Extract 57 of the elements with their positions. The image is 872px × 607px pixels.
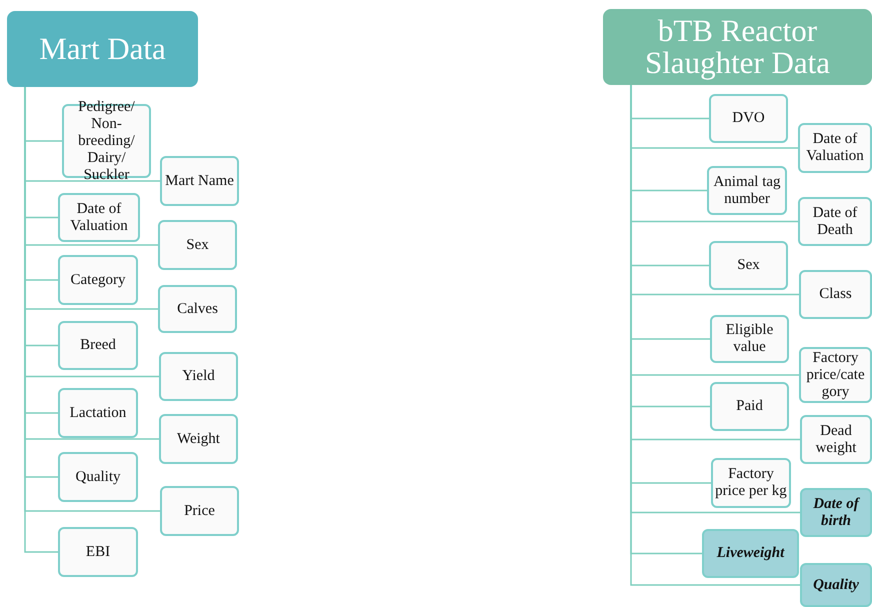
- field-box: [711, 458, 791, 508]
- field-box: [710, 382, 789, 431]
- field-box: [798, 123, 872, 173]
- header-title: Mart Data: [39, 33, 166, 65]
- field-box: [799, 270, 872, 319]
- field-box: [58, 321, 138, 370]
- field-box: [800, 488, 872, 537]
- field-name: Date of Valuation: [69, 200, 129, 234]
- field-name: Factory price per kg: [715, 466, 787, 500]
- field-name: Pedigree/ Non-breeding/ Dairy/ Suckler: [77, 98, 136, 184]
- field-name: Price: [184, 502, 215, 520]
- field-name: Lactation: [70, 404, 126, 422]
- field-name: Weight: [177, 430, 220, 448]
- field-name: Date of Death: [812, 204, 858, 238]
- field-box: [58, 388, 138, 438]
- header-title: bTB Reactor Slaughter Data: [644, 15, 832, 79]
- field-box: [158, 220, 237, 270]
- field-box: [58, 527, 138, 577]
- header-box: [603, 9, 872, 85]
- field-name: EBI: [86, 544, 110, 560]
- field-name: Date of Valuation: [805, 131, 865, 165]
- field-box: [710, 315, 789, 363]
- field-name: Calves: [177, 300, 218, 318]
- field-name: Date of birth: [812, 496, 861, 530]
- header-box: [7, 11, 198, 87]
- field-box: [709, 94, 788, 143]
- field-name: Quality: [813, 576, 859, 594]
- field-name: Category: [70, 272, 126, 288]
- field-name: Dead weight: [814, 422, 858, 456]
- field-name: Sex: [737, 257, 760, 274]
- field-name: Sex: [186, 236, 209, 254]
- field-box: [58, 255, 138, 305]
- field-name: Mart Name: [165, 172, 234, 190]
- field-box: [58, 452, 138, 502]
- field-name: Yield: [182, 368, 215, 385]
- field-box: [160, 486, 239, 536]
- field-name: Paid: [736, 398, 763, 415]
- field-name: DVO: [732, 110, 765, 127]
- field-box: [158, 285, 237, 333]
- field-name: Animal tag number: [712, 174, 782, 208]
- field-name: Factory price/category: [805, 350, 866, 400]
- field-box: [160, 156, 239, 206]
- field-box: [159, 414, 238, 464]
- field-name: Class: [819, 286, 852, 303]
- field-box: [159, 352, 238, 401]
- field-name: Quality: [76, 468, 120, 486]
- field-name: Breed: [80, 337, 116, 354]
- field-box: [800, 415, 872, 464]
- field-box: [58, 193, 140, 242]
- field-box: [798, 197, 872, 246]
- field-name: Liveweight: [716, 545, 784, 562]
- field-name: Eligible value: [724, 322, 774, 356]
- field-box: [800, 563, 872, 607]
- field-box: [702, 529, 799, 578]
- field-box: [709, 241, 788, 290]
- field-box: [799, 347, 872, 403]
- field-box: [707, 166, 787, 215]
